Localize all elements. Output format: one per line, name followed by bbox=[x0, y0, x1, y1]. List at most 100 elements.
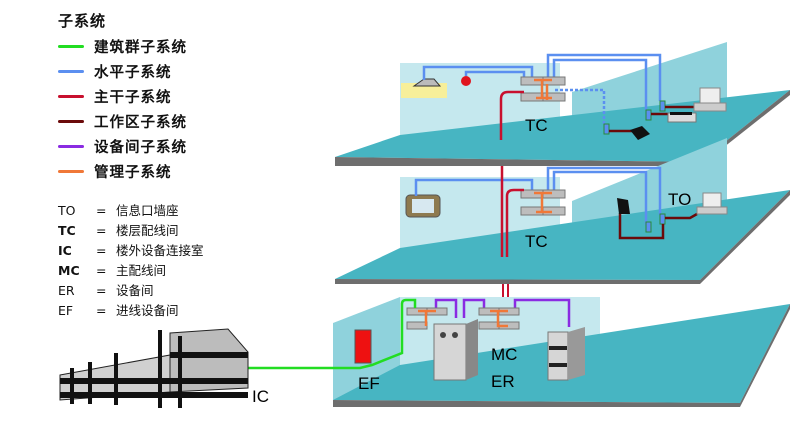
abbr-row-ef: EF = 进线设备间 bbox=[58, 301, 204, 321]
printer-icon bbox=[667, 112, 697, 123]
telephone-icon bbox=[630, 126, 650, 140]
legend-item-administration: 管理子系统 bbox=[58, 159, 187, 184]
abbr-eq: = bbox=[96, 303, 107, 318]
purple-line-swatch bbox=[58, 145, 84, 148]
light-glow bbox=[401, 83, 447, 98]
abbreviation-list: TO = 信息口墙座 TC = 楼层配线间 IC = 楼外设备连接室 MC = 主配线间 ER =… bbox=[58, 201, 204, 321]
red-line-swatch bbox=[58, 95, 84, 98]
abbr-meaning: 进线设备间 bbox=[116, 303, 179, 318]
legend-item-backbone: 主干子系统 bbox=[58, 84, 187, 109]
legend-item-campus: 建筑群子系统 bbox=[58, 34, 187, 59]
ef-label: EF bbox=[358, 374, 380, 393]
pbx-cabinet-icon bbox=[433, 319, 478, 381]
abbr-row-ic: IC = 楼外设备连接室 bbox=[58, 241, 204, 261]
camera-icon bbox=[617, 198, 630, 214]
abbr-key: IC bbox=[58, 243, 72, 258]
abbr-meaning: 设备间 bbox=[116, 283, 154, 298]
patch-panel bbox=[406, 307, 448, 330]
ground-floor: MC ER EF bbox=[240, 297, 790, 407]
floor-front bbox=[400, 135, 572, 157]
abbr-eq: = bbox=[96, 243, 107, 258]
campus-cable bbox=[240, 298, 417, 370]
legend-label: 管理子系统 bbox=[94, 165, 172, 181]
horizontal-cable bbox=[555, 88, 606, 124]
legend-label: 水平子系统 bbox=[94, 65, 172, 81]
backbone-cable bbox=[505, 188, 524, 257]
abbr-meaning: 信息口墙座 bbox=[116, 203, 179, 218]
cross-connect-cable bbox=[534, 78, 552, 100]
server-rack-icon bbox=[547, 327, 585, 381]
telecom-outlet-icon bbox=[645, 221, 652, 233]
campus-building-icon bbox=[59, 328, 249, 408]
legend-label: 设备间子系统 bbox=[94, 140, 187, 156]
top-floor: TC bbox=[335, 42, 790, 166]
computer-icon bbox=[693, 87, 727, 112]
patch-panel bbox=[520, 189, 566, 216]
abbr-eq: = bbox=[96, 223, 107, 238]
abbr-meaning: 楼外设备连接室 bbox=[116, 243, 204, 258]
horizontal-cable bbox=[552, 170, 648, 225]
legend-item-horizontal: 水平子系统 bbox=[58, 59, 187, 84]
horizontal-cable bbox=[546, 53, 662, 101]
telecom-outlet-icon bbox=[659, 213, 666, 225]
entrance-facility-box bbox=[354, 329, 372, 364]
abbr-row-to: TO = 信息口墙座 bbox=[58, 201, 204, 221]
horizontal-cable bbox=[546, 166, 662, 215]
floor-edge-side bbox=[700, 190, 790, 284]
horizontal-cable bbox=[414, 178, 534, 196]
telecom-outlet-icon bbox=[645, 109, 652, 121]
floor-edge-side bbox=[740, 304, 790, 407]
cross-connect-cable bbox=[534, 191, 552, 214]
ceiling-light-icon bbox=[412, 78, 442, 87]
floor-edge bbox=[335, 157, 700, 166]
to-label: TO bbox=[668, 190, 691, 209]
er-label: ER bbox=[491, 372, 515, 391]
abbr-key: TO bbox=[58, 203, 76, 218]
alarm-bell-icon bbox=[461, 76, 471, 86]
floor-edge bbox=[335, 279, 700, 284]
legend-label: 主干子系统 bbox=[94, 90, 172, 106]
mc-label: MC bbox=[491, 345, 517, 364]
patch-panel bbox=[478, 307, 520, 330]
horizontal-cable bbox=[422, 65, 534, 80]
legend-item-work-area: 工作区子系统 bbox=[58, 109, 187, 134]
green-line-swatch bbox=[58, 45, 84, 48]
floor-edge bbox=[333, 400, 740, 407]
abbr-key: EF bbox=[58, 303, 74, 318]
backbone-cable bbox=[499, 90, 524, 140]
tc-label: TC bbox=[525, 116, 548, 135]
abbr-eq: = bbox=[96, 283, 107, 298]
equipment-cable bbox=[434, 298, 458, 318]
abbr-meaning: 楼层配线间 bbox=[116, 223, 179, 238]
abbr-eq: = bbox=[96, 263, 107, 278]
abbr-eq: = bbox=[96, 203, 107, 218]
horizontal-cable bbox=[552, 58, 648, 110]
dark-red-line-swatch bbox=[58, 120, 84, 123]
abbr-key: TC bbox=[58, 223, 76, 238]
equipment-cable bbox=[513, 298, 571, 327]
equipment-cable bbox=[462, 298, 486, 318]
orange-line-swatch bbox=[58, 170, 84, 173]
middle-floor: TC TO bbox=[335, 138, 790, 284]
ic-label: IC bbox=[252, 387, 269, 406]
abbr-key: MC bbox=[58, 263, 80, 278]
legend-title: 子系统 bbox=[58, 12, 107, 30]
work-area-cable bbox=[665, 212, 698, 220]
floor-front bbox=[400, 248, 572, 278]
telecom-outlet-icon bbox=[659, 100, 666, 112]
abbr-row-er: ER = 设备间 bbox=[58, 281, 204, 301]
legend-label: 工作区子系统 bbox=[94, 115, 187, 131]
abbr-row-mc: MC = 主配线间 bbox=[58, 261, 204, 281]
abbr-row-tc: TC = 楼层配线间 bbox=[58, 221, 204, 241]
patch-panel bbox=[520, 76, 566, 102]
abbr-key: ER bbox=[58, 283, 75, 298]
abbr-meaning: 主配线间 bbox=[116, 263, 167, 278]
computer-icon bbox=[696, 192, 728, 215]
horizontal-cable bbox=[464, 70, 526, 77]
work-area-cable bbox=[618, 213, 665, 240]
blue-line-swatch bbox=[58, 70, 84, 73]
legend-label: 建筑群子系统 bbox=[94, 40, 187, 56]
subsystem-legend: 子系统 建筑群子系统 水平子系统 主干子系统 工作区子系统 设备间子系统 管理子… bbox=[58, 10, 187, 184]
camera-display-screen bbox=[412, 199, 434, 213]
